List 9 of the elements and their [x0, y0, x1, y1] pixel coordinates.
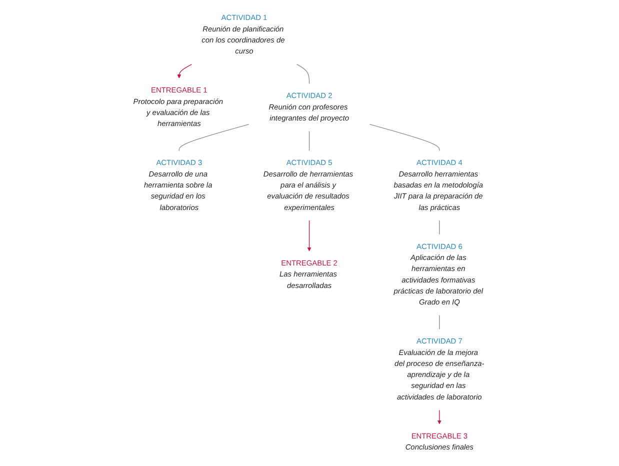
connector [296, 64, 310, 84]
arrow [307, 220, 312, 252]
connector [179, 124, 250, 152]
connector [309, 130, 310, 152]
arrow [438, 410, 442, 424]
connector [439, 314, 440, 330]
connector [439, 220, 440, 235]
connector [370, 124, 440, 152]
arrow [177, 64, 192, 78]
